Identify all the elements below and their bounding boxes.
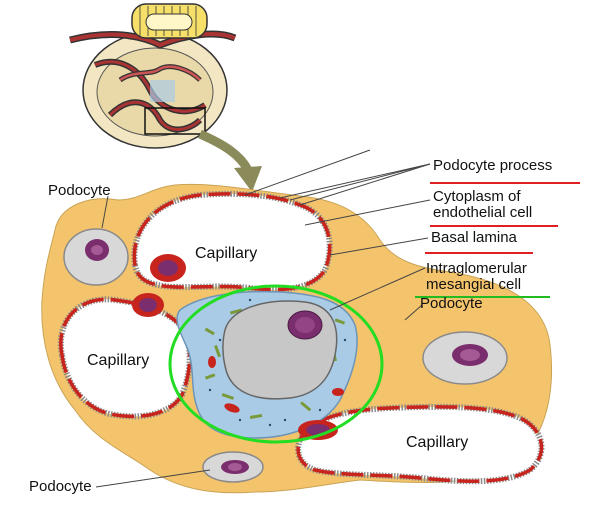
endothelial-nuclei xyxy=(132,254,338,440)
mesangial-cell xyxy=(176,290,358,439)
label-cytoplasm-line2: endothelial cell xyxy=(433,204,533,221)
underline-podocyte-process xyxy=(430,182,580,184)
label-cytoplasm-line1: Cytoplasm of xyxy=(433,188,521,205)
zoom-arrow xyxy=(198,129,262,192)
label-podocyte-right: Podocyte xyxy=(420,295,483,312)
highlight-circle xyxy=(168,284,384,444)
capillary-left xyxy=(57,296,193,420)
label-mesangial-line1: Intraglomerular xyxy=(426,260,527,277)
podocyte-cell-bodies xyxy=(63,228,508,483)
label-podocyte-process: Podocyte process xyxy=(433,157,553,174)
underline-mesangial xyxy=(415,296,550,298)
label-capillary-left: Capillary xyxy=(87,352,150,369)
underline-basal-lamina xyxy=(425,252,533,254)
label-podocyte-bottom-left: Podocyte xyxy=(29,478,92,495)
label-basal-lamina: Basal lamina xyxy=(431,229,517,246)
label-capillary-top: Capillary xyxy=(195,245,258,262)
label-podocyte-top-left: Podocyte xyxy=(48,182,111,199)
underline-cytoplasm xyxy=(430,225,558,227)
label-capillary-bottom-right: Capillary xyxy=(406,434,469,451)
capillary-bottom-right xyxy=(295,403,545,485)
inset-glomerulus-overview xyxy=(69,3,237,149)
label-mesangial-line2: mesangial cell xyxy=(426,276,522,293)
leader-lines xyxy=(95,149,431,488)
